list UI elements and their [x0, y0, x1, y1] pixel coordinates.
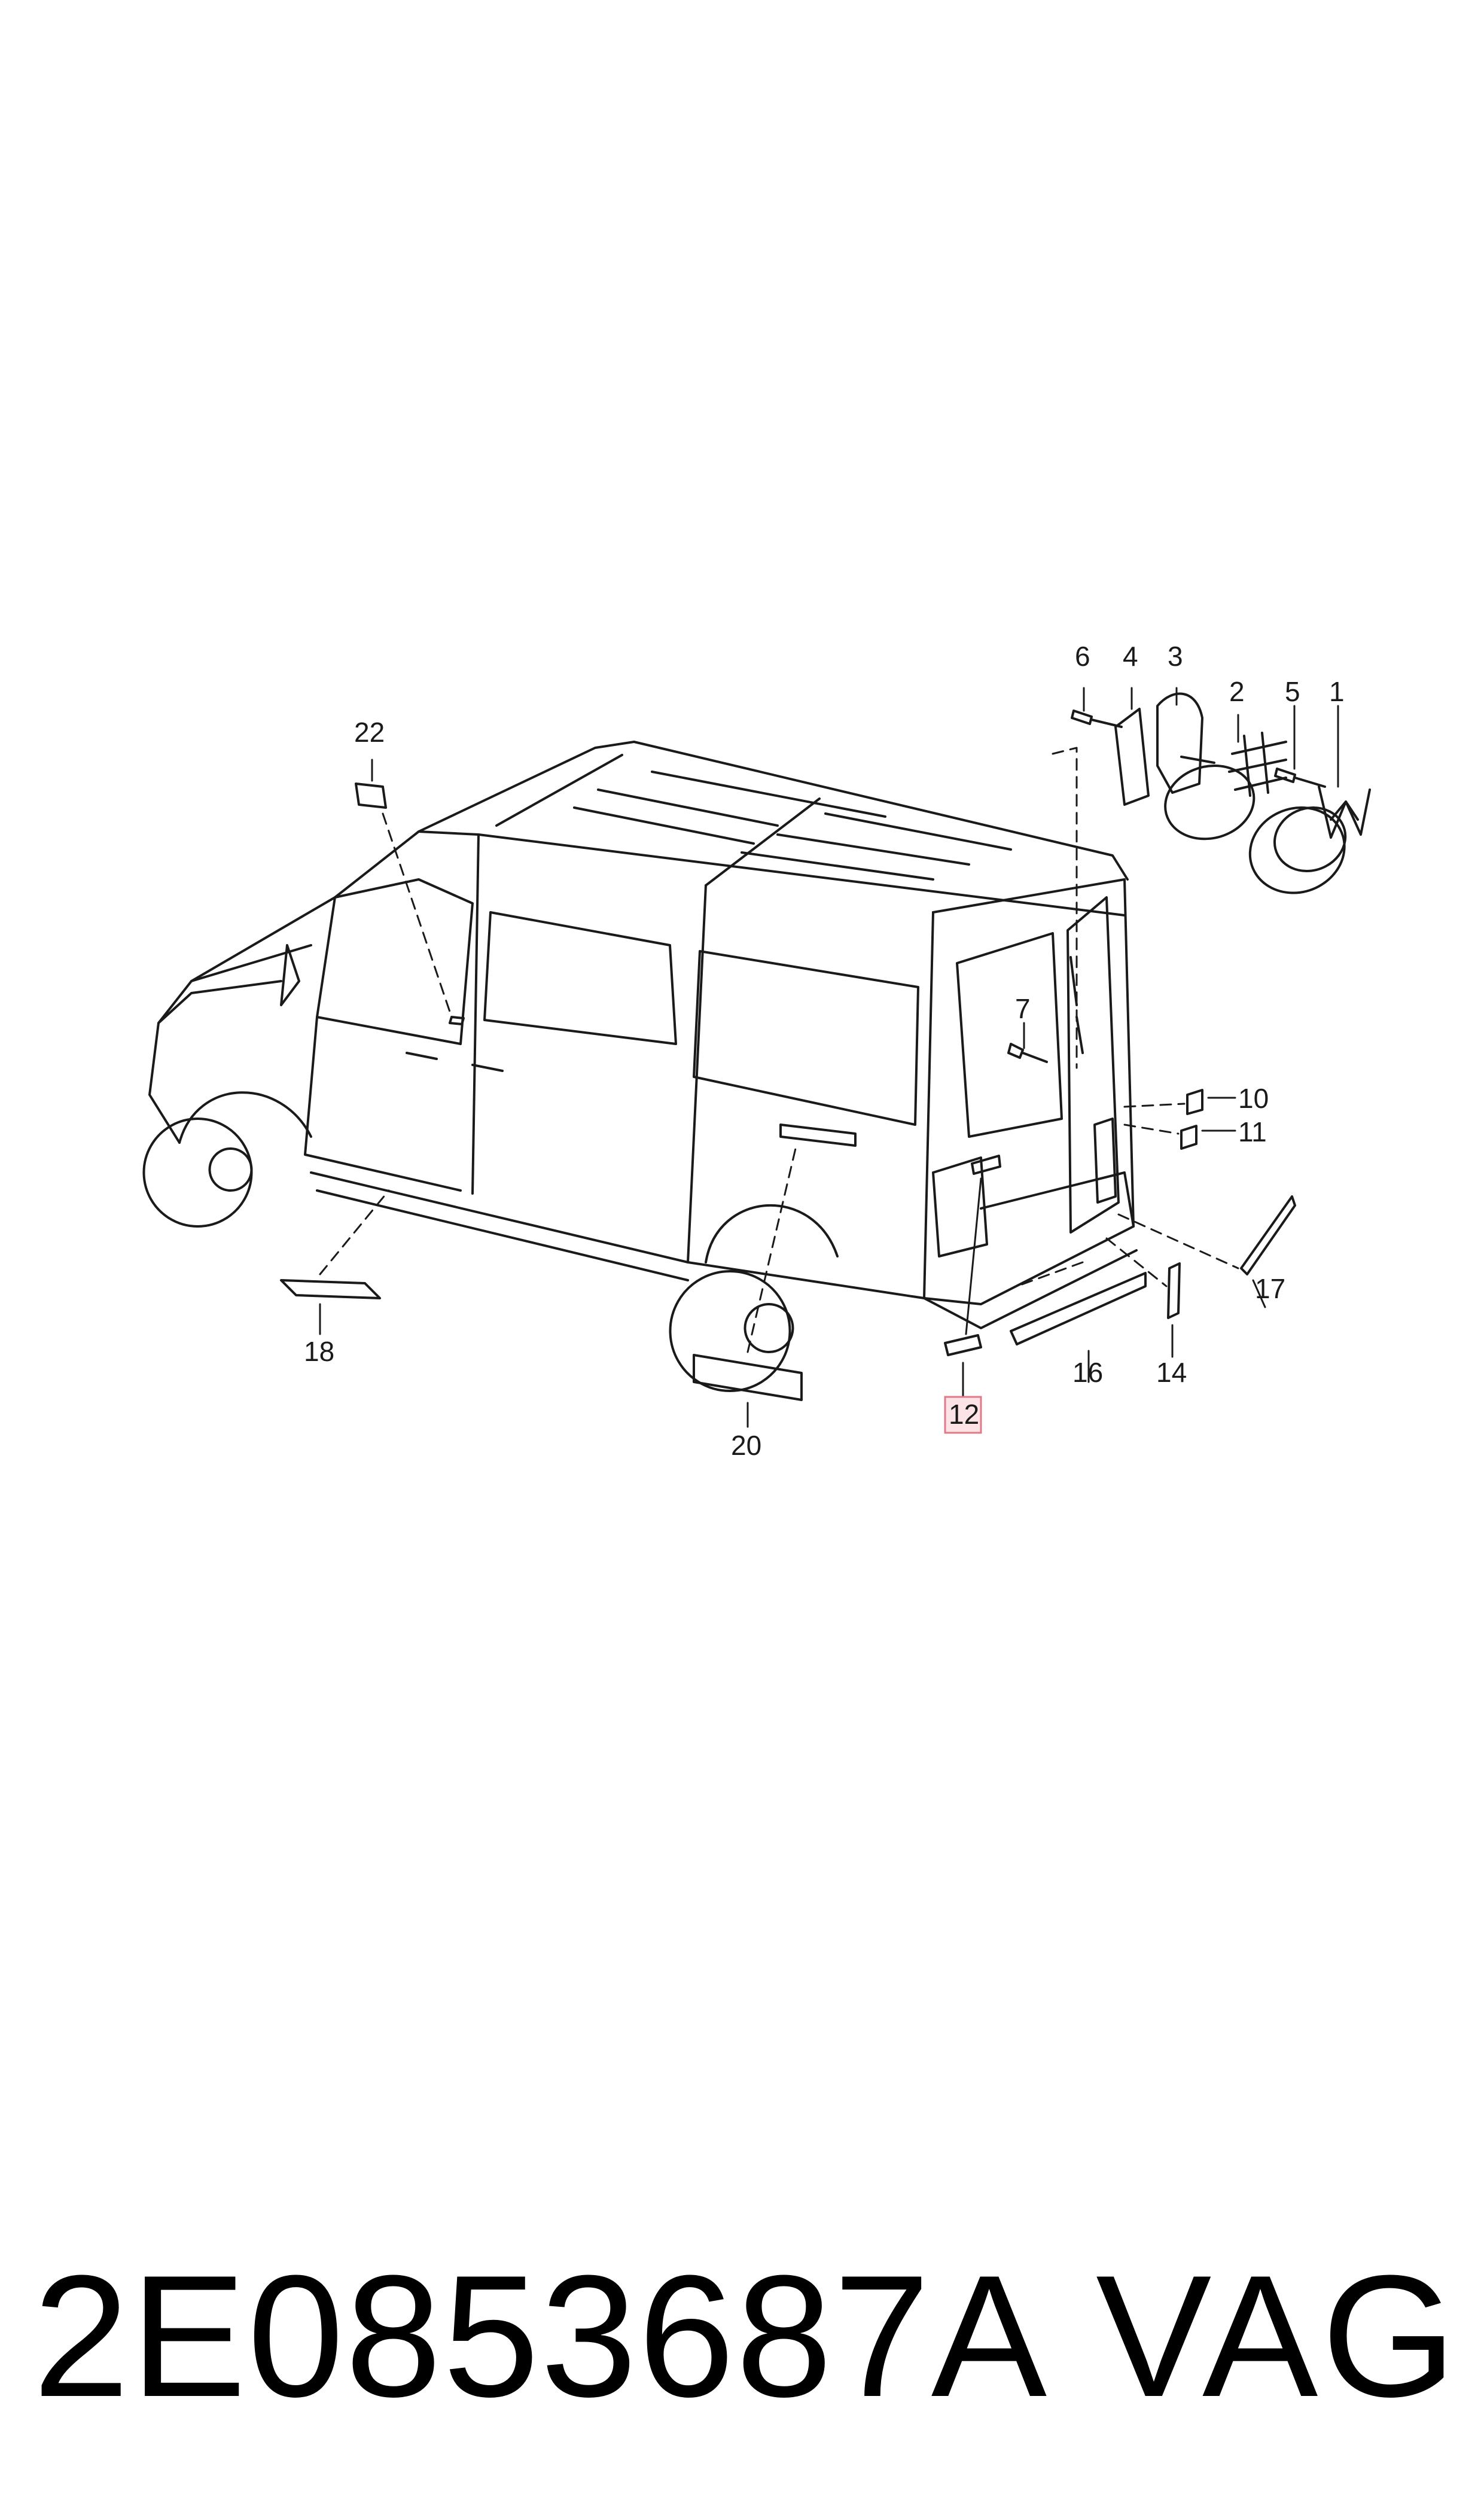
van-illustration — [142, 741, 1138, 1392]
callout-6: 6 — [1075, 641, 1090, 672]
callout-1: 1 — [1329, 676, 1345, 707]
callout-17: 17 — [1255, 1273, 1285, 1304]
callout-4: 4 — [1123, 641, 1138, 672]
callout-5: 5 — [1285, 676, 1300, 707]
callout-7: 7 — [1015, 993, 1031, 1024]
part-number: 2E0853687A — [33, 2239, 1049, 2433]
callout-16: 16 — [1072, 1357, 1103, 1388]
callout-10: 10 — [1238, 1083, 1269, 1114]
callout-3: 3 — [1168, 641, 1183, 672]
callout-2: 2 — [1229, 676, 1245, 707]
callout-12-highlight — [944, 1396, 982, 1434]
parts-diagram: 1 2 3 4 5 6 7 10 11 12 14 16 17 18 20 22 — [142, 641, 1371, 1461]
callout-11: 11 — [1238, 1116, 1267, 1147]
callout-20: 20 — [731, 1430, 761, 1461]
callout-12: 12 — [949, 1399, 979, 1430]
callout-22: 22 — [354, 717, 385, 748]
callout-18: 18 — [304, 1336, 334, 1367]
brand-label: VAG — [1096, 2239, 1460, 2433]
emblem-assembly — [1071, 692, 1371, 894]
callout-14: 14 — [1156, 1357, 1187, 1388]
